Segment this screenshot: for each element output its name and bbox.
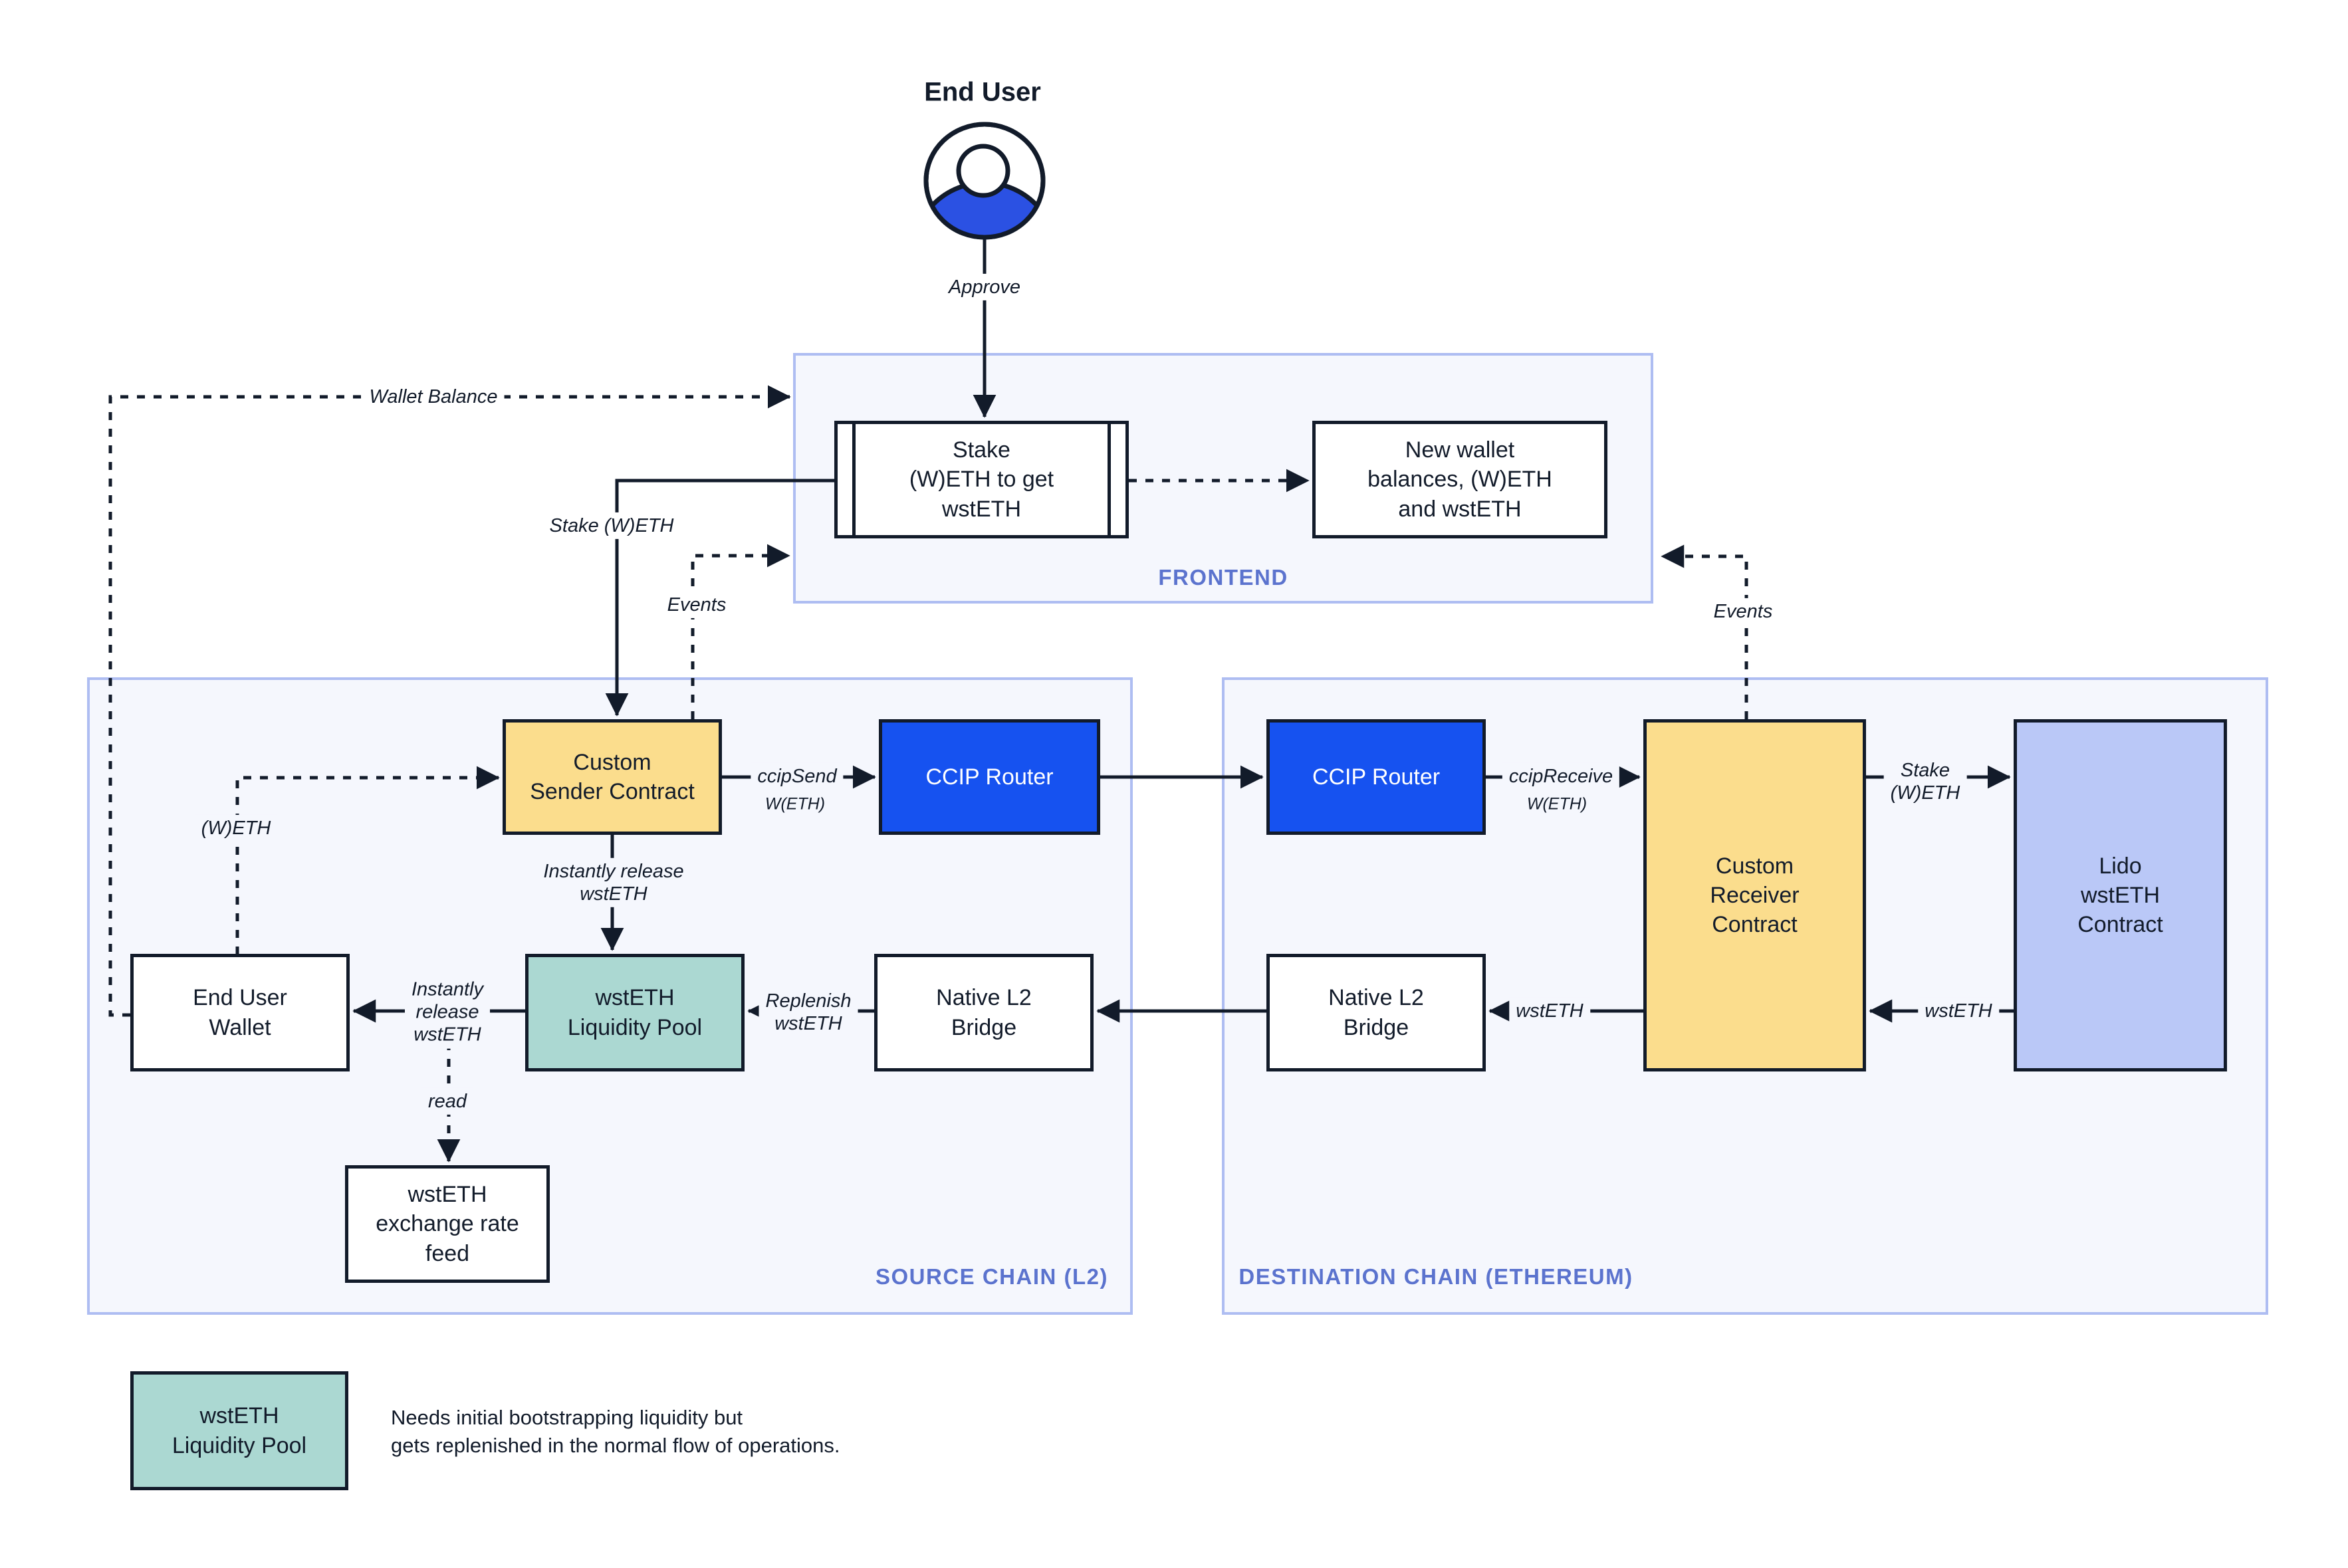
stake-node: Stake (W)ETH to get wstETH bbox=[834, 421, 1129, 538]
stake-node-label: Stake (W)ETH to get wstETH bbox=[909, 437, 1054, 522]
legend-pool-swatch: wstETH Liquidity Pool bbox=[130, 1371, 348, 1490]
events-left-dashed bbox=[691, 544, 790, 719]
events-right-label: Events bbox=[1706, 598, 1780, 625]
stake-weth-arrow bbox=[605, 479, 834, 717]
instantly-release-down-label: Instantly release wstETH bbox=[536, 857, 691, 908]
wsteth-to-receiver-label: wstETH bbox=[1918, 997, 1999, 1025]
source-chain-label: SOURCE CHAIN (L2) bbox=[875, 1264, 1109, 1289]
approve-label: Approve bbox=[941, 273, 1028, 301]
replenish-label: Replenish wstETH bbox=[759, 987, 858, 1038]
native-bridge-source-node: Native L2 Bridge bbox=[874, 954, 1094, 1071]
stake-weth-label: Stake (W)ETH bbox=[542, 512, 681, 540]
subroutine-bar-right bbox=[1108, 424, 1111, 535]
subroutine-bar-left bbox=[852, 424, 856, 535]
wallet-balance-dashed bbox=[108, 385, 791, 1017]
weth-dashed bbox=[235, 766, 500, 954]
ccip-receive-token-label: W(ETH) bbox=[1520, 792, 1594, 816]
native-bridge-dest-node: Native L2 Bridge bbox=[1266, 954, 1486, 1071]
read-label: read bbox=[421, 1087, 474, 1115]
frontend-label: FRONTEND bbox=[1158, 565, 1288, 590]
liquidity-pool-node: wstETH Liquidity Pool bbox=[525, 954, 745, 1071]
lido-contract-node: Lido wstETH Contract bbox=[2014, 719, 2227, 1071]
ccip-send-token-label: W(ETH) bbox=[758, 792, 832, 816]
exchange-rate-feed-node: wstETH exchange rate feed bbox=[345, 1165, 550, 1283]
new-wallet-node: New wallet balances, (W)ETH and wstETH bbox=[1312, 421, 1607, 538]
weth-label: (W)ETH bbox=[194, 814, 278, 842]
legend-note: Needs initial bootstrapping liquidity bu… bbox=[391, 1406, 840, 1457]
events-right-dashed bbox=[1661, 544, 1748, 719]
destination-chain-label: DESTINATION CHAIN (ETHEREUM) bbox=[1238, 1264, 1633, 1289]
custom-sender-node: Custom Sender Contract bbox=[503, 719, 722, 835]
stake-weth-dest-label: Stake (W)ETH bbox=[1883, 756, 1967, 807]
events-left-label: Events bbox=[660, 591, 733, 619]
ccip-router-source-node: CCIP Router bbox=[879, 719, 1100, 835]
instantly-release-left-label: Instantly release wstETH bbox=[405, 976, 490, 1049]
ccip-send-label: ccipSend bbox=[751, 762, 844, 790]
end-user-wallet-node: End User Wallet bbox=[130, 954, 350, 1071]
wsteth-to-bridge-label: wstETH bbox=[1509, 997, 1590, 1025]
custom-receiver-node: Custom Receiver Contract bbox=[1643, 719, 1866, 1071]
person-icon bbox=[923, 122, 1046, 240]
wallet-balance-label: Wallet Balance bbox=[362, 383, 505, 411]
ccip-receive-label: ccipReceive bbox=[1502, 762, 1620, 790]
end-user-title: End User bbox=[924, 77, 1041, 107]
ccip-router-dest-node: CCIP Router bbox=[1266, 719, 1486, 835]
